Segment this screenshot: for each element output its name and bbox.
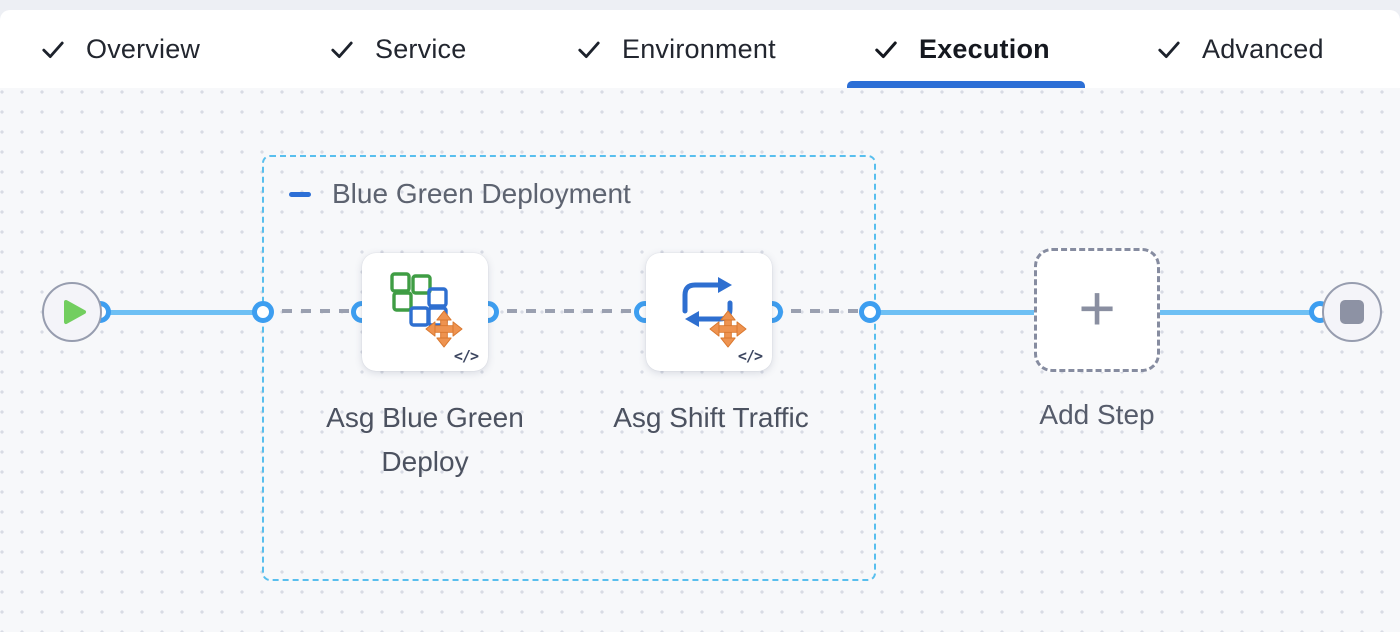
step-label[interactable]: Asg Blue Green Deploy [326,402,524,477]
dashed-connector [772,309,870,313]
play-icon [64,300,86,324]
step-node-asg-blue-green-deploy[interactable]: </> [362,253,488,371]
tab-label: Advanced [1202,33,1324,64]
minus-icon [289,191,311,197]
check-icon [42,41,64,58]
code-badge-icon: </> [453,347,479,365]
tab-execution[interactable]: Execution [847,10,1085,88]
dashed-connector [488,309,646,313]
tab-overview[interactable]: Overview [40,10,200,88]
step-node-asg-shift-traffic[interactable]: </> [646,253,772,371]
tab-label: Service [375,33,467,64]
add-step-button[interactable]: + [1034,248,1160,372]
code-badge-icon: </> [737,347,763,365]
dashed-connector [263,309,362,313]
check-icon [1158,41,1180,58]
tab-advanced[interactable]: Advanced [1156,10,1324,88]
step-label[interactable]: Asg Shift Traffic [613,402,809,433]
flow-line [870,310,1038,315]
tab-environment[interactable]: Environment [576,10,776,88]
flow-line [100,310,263,315]
stop-icon [1340,300,1364,324]
step-group-header: Blue Green Deployment [288,178,631,210]
stage-config-tabbar: Overview Service Environment Execution A… [0,10,1400,89]
step-group-blue-green-deployment: Blue Green Deployment [262,155,876,581]
asg-shift-traffic-icon [682,277,747,348]
pipeline-start-node[interactable] [42,282,102,342]
pipeline-end-node[interactable] [1322,282,1382,342]
check-icon [875,41,897,59]
flow-line [1158,310,1320,315]
move-arrows-icon [709,310,747,348]
asg-blue-green-deploy-icon [390,272,463,348]
collapse-group-button[interactable] [288,182,312,206]
pipeline-canvas[interactable]: Blue Green Deployment [0,88,1400,632]
check-icon [578,41,600,58]
move-arrows-icon [425,310,463,348]
add-step-label[interactable]: Add Step [1039,399,1155,430]
tab-service[interactable]: Service [329,10,466,88]
tab-label: Environment [622,33,776,64]
check-icon [331,41,353,58]
step-group-label[interactable]: Blue Green Deployment [332,178,631,209]
connector-point[interactable] [252,301,274,323]
active-tab-underline [847,81,1085,88]
tab-label: Execution [919,33,1050,64]
tab-label: Overview [86,33,201,64]
connector-point[interactable] [859,301,881,323]
